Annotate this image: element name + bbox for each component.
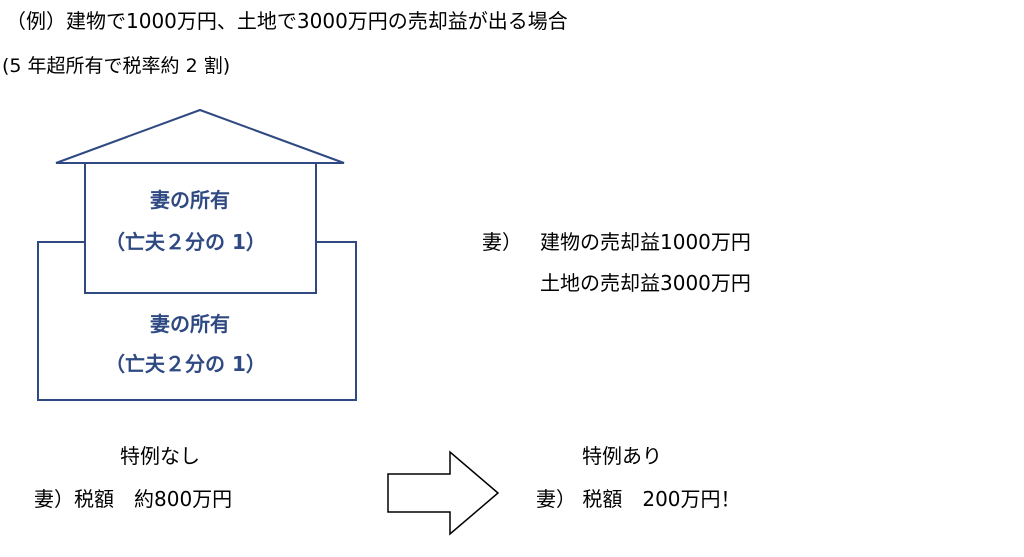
without-special-heading: 特例なし — [120, 444, 200, 468]
page-subtitle: (5 年超所有で税率約 2 割) — [2, 55, 231, 77]
house-roof — [55, 108, 345, 164]
building-share-label: （亡夫２分の 1） — [105, 230, 266, 254]
right-arrow-icon — [387, 450, 500, 536]
with-special-heading: 特例あり — [582, 444, 662, 468]
without-special-tax: 妻）税額 約800万円 — [34, 487, 233, 511]
house-body — [84, 162, 317, 294]
building-gain-text: 建物の売却益1000万円 — [540, 230, 751, 254]
land-share-label: （亡夫２分の 1） — [105, 352, 266, 376]
land-owner-label: 妻の所有 — [150, 312, 230, 336]
gains-prefix: 妻） — [482, 230, 522, 254]
land-outline — [37, 241, 357, 401]
with-special-tax: 妻） 税額 200万円！ — [536, 487, 741, 511]
land-gain-text: 土地の売却益3000万円 — [540, 271, 751, 295]
page-title: （例）建物で1000万円、土地で3000万円の売却益が出る場合 — [6, 9, 568, 33]
building-owner-label: 妻の所有 — [150, 188, 230, 212]
